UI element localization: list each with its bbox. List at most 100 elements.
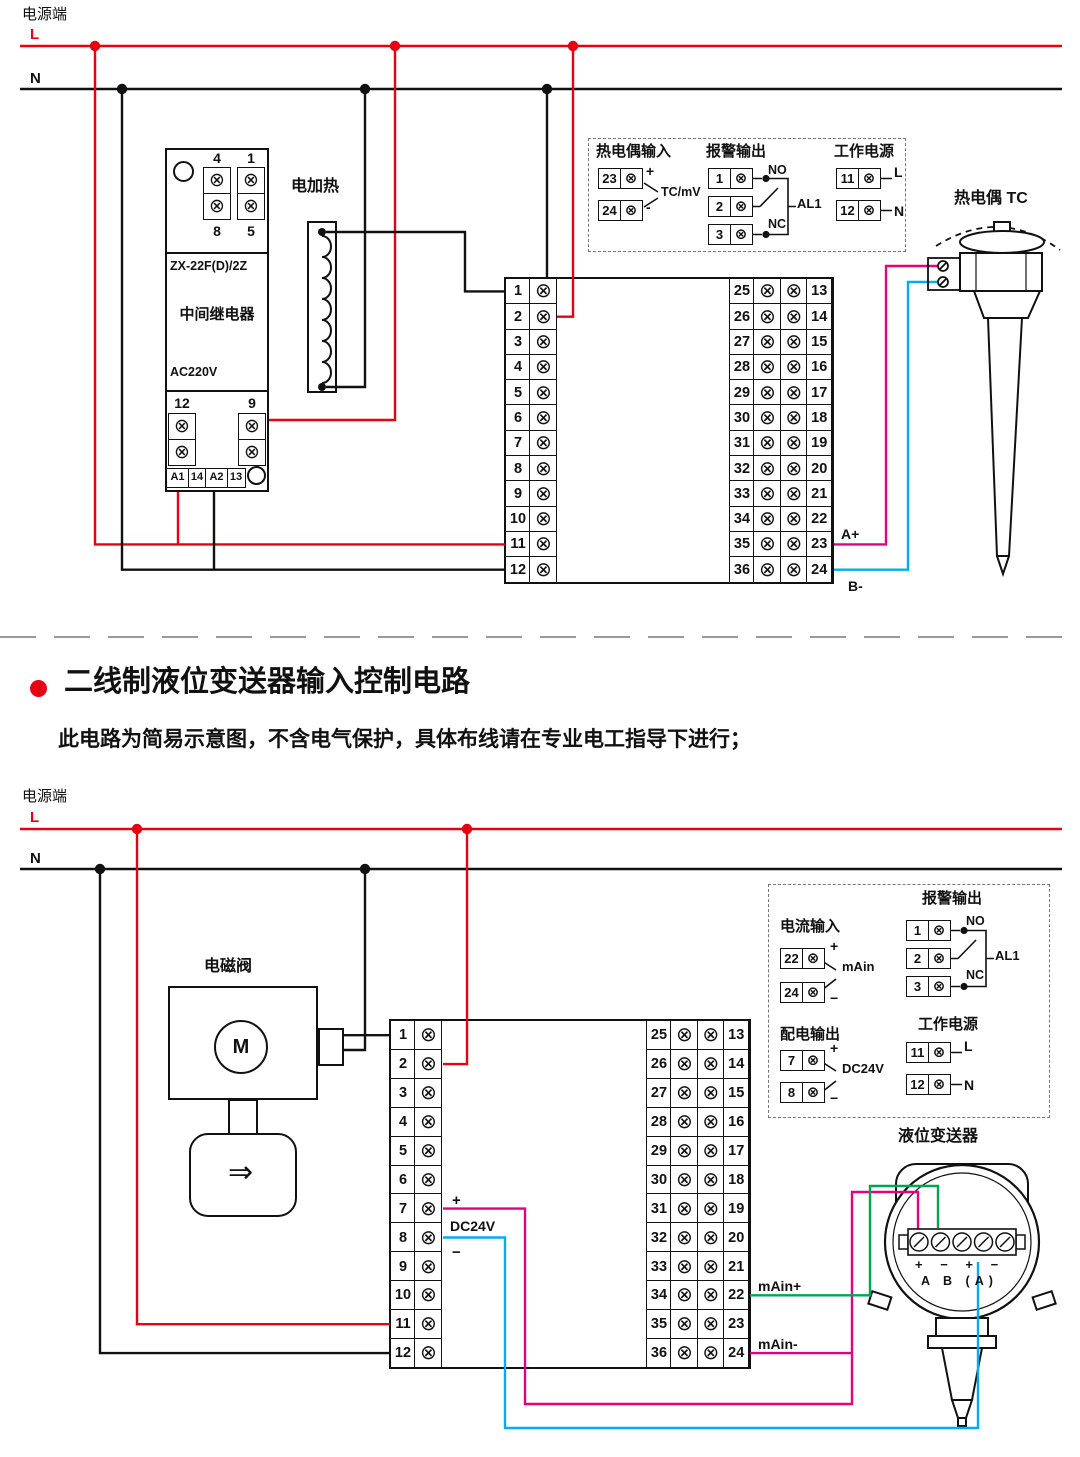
terminal-number: 1 xyxy=(708,168,731,189)
terminal-number: 17 xyxy=(806,379,833,407)
terminal-number: 10 xyxy=(390,1280,416,1311)
terminal-row: 2 xyxy=(390,1048,443,1080)
terminal-number: 7 xyxy=(390,1193,416,1224)
line-n-label-top: N xyxy=(30,70,41,87)
legend-terminal-11: 11 xyxy=(836,168,881,189)
screw-terminal-icon xyxy=(670,1077,699,1109)
screw-terminal-icon xyxy=(779,278,808,305)
terminal-number: 1 xyxy=(390,1020,416,1051)
terminal-row: 3119 xyxy=(729,429,833,457)
wires-top xyxy=(20,44,1062,571)
legend-box-top xyxy=(588,138,906,252)
screw-terminal-icon xyxy=(779,328,808,356)
screw-terminal-icon xyxy=(696,1048,725,1080)
terminal-number: 3 xyxy=(906,976,929,997)
terminal-number: 35 xyxy=(646,1309,672,1340)
terminal-row: 3523 xyxy=(646,1309,750,1340)
cur-minus-label: − xyxy=(830,990,839,1006)
terminal-number: 34 xyxy=(646,1280,672,1311)
dist-minus-label: − xyxy=(830,1090,839,1106)
terminal-number: 14 xyxy=(723,1048,750,1080)
screw-terminal-icon xyxy=(753,530,782,558)
terminal-number: 21 xyxy=(723,1251,750,1282)
transmitter-ab-marks: A B (A) xyxy=(921,1274,998,1288)
screw-terminal-icon xyxy=(779,530,808,558)
screw-terminal-icon xyxy=(237,193,265,220)
terminal-number: 31 xyxy=(646,1193,672,1224)
terminal-row: 9 xyxy=(390,1251,443,1282)
terminal-row: 12 xyxy=(505,556,558,584)
terminal-number: 19 xyxy=(806,429,833,457)
terminal-number: 6 xyxy=(505,404,531,432)
screw-terminal-icon xyxy=(779,480,808,508)
screw-terminal-icon xyxy=(779,429,808,457)
terminal-row: 3220 xyxy=(646,1222,750,1253)
screw-terminal-icon xyxy=(670,1135,699,1167)
terminal-number: 5 xyxy=(390,1135,416,1167)
screw-terminal-icon xyxy=(414,1135,443,1167)
relay-name: 中间继电器 xyxy=(179,306,255,323)
terminal-number: 30 xyxy=(729,404,755,432)
screw-terminal-icon xyxy=(529,278,558,305)
legend-terminal-24: 24 xyxy=(598,200,643,221)
terminal-row: 3 xyxy=(505,328,558,356)
screw-terminal-icon xyxy=(696,1020,725,1051)
terminal-number: 12 xyxy=(836,200,859,221)
relay-mount-hole-top xyxy=(173,161,194,182)
terminal-number: 23 xyxy=(598,168,621,189)
legend-tc-input-title: 热电偶输入 xyxy=(596,143,672,160)
terminal-number: 3 xyxy=(708,224,731,245)
terminal-number: 4 xyxy=(505,353,531,381)
legend-alarm-title-bottom: 报警输出 xyxy=(922,890,983,907)
screw-terminal-icon xyxy=(857,200,881,221)
screw-terminal-icon xyxy=(753,455,782,482)
al1-label-top: AL1 xyxy=(797,196,822,211)
screw-terminal-icon xyxy=(670,1337,699,1369)
terminal-number: 28 xyxy=(646,1106,672,1138)
terminal-number: 11 xyxy=(836,168,859,189)
screw-terminal-icon xyxy=(753,303,782,331)
screw-terminal-icon xyxy=(927,920,951,941)
terminal-number: 20 xyxy=(806,455,833,482)
terminal-strip-right-bottom: 2513261427152816291730183119322033213422… xyxy=(646,1020,750,1369)
screw-terminal-icon xyxy=(168,413,196,440)
terminal-number: 15 xyxy=(806,328,833,356)
dc-plus-label: + xyxy=(452,1192,461,1209)
terminal-row: 11 xyxy=(505,530,558,558)
line-l-label-bottom: L xyxy=(30,809,40,826)
legend-terminal-2b: 2 xyxy=(906,948,951,969)
screw-terminal-icon xyxy=(529,455,558,482)
terminal-number: 3 xyxy=(505,328,531,356)
screw-terminal-icon xyxy=(696,1280,725,1311)
terminal-number: 11 xyxy=(390,1309,416,1340)
terminal-number: 32 xyxy=(646,1222,672,1253)
terminal-number: 18 xyxy=(723,1164,750,1196)
screw-terminal-icon xyxy=(529,556,558,584)
terminal-row: 6 xyxy=(390,1164,443,1196)
heater-device xyxy=(307,221,337,393)
screw-terminal-icon xyxy=(414,1251,443,1282)
screw-terminal-icon xyxy=(779,455,808,482)
terminal-number: 9 xyxy=(390,1251,416,1282)
terminal-row: 11 xyxy=(390,1309,443,1340)
relay-terminal-8: 8 xyxy=(213,223,221,239)
terminal-number: 22 xyxy=(780,948,803,969)
wires-bottom xyxy=(20,827,1062,1430)
screw-terminal-icon xyxy=(529,530,558,558)
terminal-number: 35 xyxy=(729,530,755,558)
legend-alarm-title-top: 报警输出 xyxy=(706,143,767,160)
screw-terminal-icon xyxy=(529,480,558,508)
tc-minus-label: - xyxy=(646,199,651,215)
thermocouple-terminal-bracket xyxy=(927,257,961,291)
terminal-number: 18 xyxy=(806,404,833,432)
terminal-number: 30 xyxy=(646,1164,672,1196)
terminal-row: 30 18 xyxy=(729,404,833,432)
legend-terminal-7: 7 xyxy=(780,1050,825,1071)
screw-terminal-icon xyxy=(779,505,808,533)
terminal-number: 25 xyxy=(646,1020,672,1051)
nc-contact-label-top: NC xyxy=(768,217,787,231)
section2-subtitle: 此电路为简易示意图，不含电气保护，具体布线请在专业电工指导下进行； xyxy=(58,728,751,751)
terminal-number: 7 xyxy=(505,429,531,457)
terminal-number: 12 xyxy=(390,1337,416,1369)
main-plus-label: mAin+ xyxy=(758,1278,802,1294)
